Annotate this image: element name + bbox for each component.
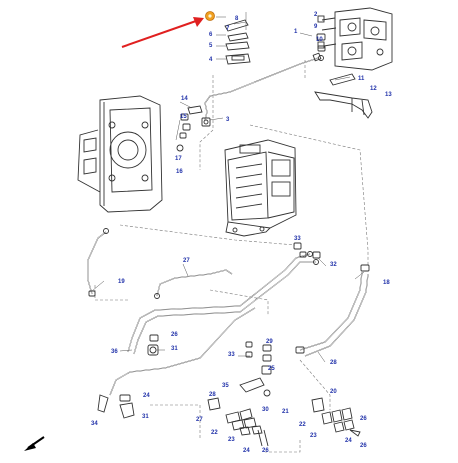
callout-25: 25 (268, 366, 275, 372)
pipe-28 (295, 264, 370, 357)
leader-lines (91, 16, 365, 363)
callout-9: 9 (314, 24, 318, 30)
callout-28b: 28 (209, 392, 216, 398)
callout-8: 8 (235, 16, 239, 22)
callout-7: 7 (226, 26, 230, 32)
callout-24b: 24 (345, 438, 352, 444)
fitting-3 (201, 117, 211, 127)
callout-5: 5 (209, 43, 213, 49)
callout-14: 14 (181, 96, 188, 102)
fittings-14-17 (175, 105, 203, 152)
callout-26c: 26 (360, 443, 367, 449)
callout-17: 17 (175, 156, 182, 162)
clip-group-left (207, 397, 269, 447)
callout-18: 18 (383, 280, 390, 286)
pipe-1 (204, 52, 322, 121)
fittings-center (239, 242, 321, 397)
fittings-9-10 (316, 33, 326, 61)
direction-arrow-icon (24, 436, 45, 451)
valve-block (317, 7, 393, 71)
callout-30: 30 (262, 407, 269, 413)
assembly-guide-lines (94, 60, 369, 453)
callout-4: 4 (209, 57, 213, 63)
transmission-housing (77, 95, 163, 213)
callout-29: 29 (266, 339, 273, 345)
callout-16: 16 (176, 169, 183, 175)
callout-24: 24 (143, 393, 150, 399)
callout-labels: 8 6 5 4 7 2 9 10 1 11 12 13 14 15 3 17 1… (91, 12, 392, 454)
callout-26b: 26 (360, 416, 367, 422)
callout-6: 6 (209, 32, 213, 38)
control-valve-unit (224, 139, 297, 237)
callout-22b: 22 (211, 430, 218, 436)
callout-1: 1 (294, 29, 298, 35)
clip-group-right (311, 397, 361, 437)
callout-2: 2 (314, 12, 318, 18)
callout-33: 33 (294, 236, 301, 242)
callout-26: 26 (171, 332, 178, 338)
callout-19: 19 (118, 279, 125, 285)
callout-31b: 31 (142, 414, 149, 420)
red-pointer-arrow (121, 17, 204, 48)
callout-31: 31 (171, 346, 178, 352)
bracket-11 (329, 73, 356, 86)
callout-11: 11 (358, 76, 365, 82)
fittings-lower-left (97, 334, 159, 419)
callout-32: 32 (330, 262, 337, 268)
pipe-27 (154, 269, 233, 299)
callout-3: 3 (226, 117, 230, 123)
callout-28: 28 (330, 360, 337, 366)
bracket-12-13 (314, 91, 373, 119)
callout-20: 20 (330, 389, 337, 395)
callout-36: 36 (111, 349, 118, 355)
pipe-19 (87, 228, 109, 297)
highlight-marker (205, 11, 215, 21)
callout-27b: 27 (196, 417, 203, 423)
callout-27: 27 (183, 258, 190, 264)
callout-24c: 24 (243, 448, 250, 454)
callout-21: 21 (282, 409, 289, 415)
callout-10: 10 (316, 37, 323, 43)
callout-13: 13 (385, 92, 392, 98)
callout-15: 15 (180, 114, 187, 120)
callout-12: 12 (370, 86, 377, 92)
bracket-parts-stack (224, 12, 251, 65)
callout-23b: 23 (228, 437, 235, 443)
callout-34: 34 (91, 421, 98, 427)
callout-33b: 33 (228, 352, 235, 358)
callout-35: 35 (222, 383, 229, 389)
callout-26d: 26 (262, 448, 269, 454)
callout-22: 22 (299, 422, 306, 428)
pipe-assembly-lower (109, 251, 319, 396)
callout-23: 23 (310, 433, 317, 439)
